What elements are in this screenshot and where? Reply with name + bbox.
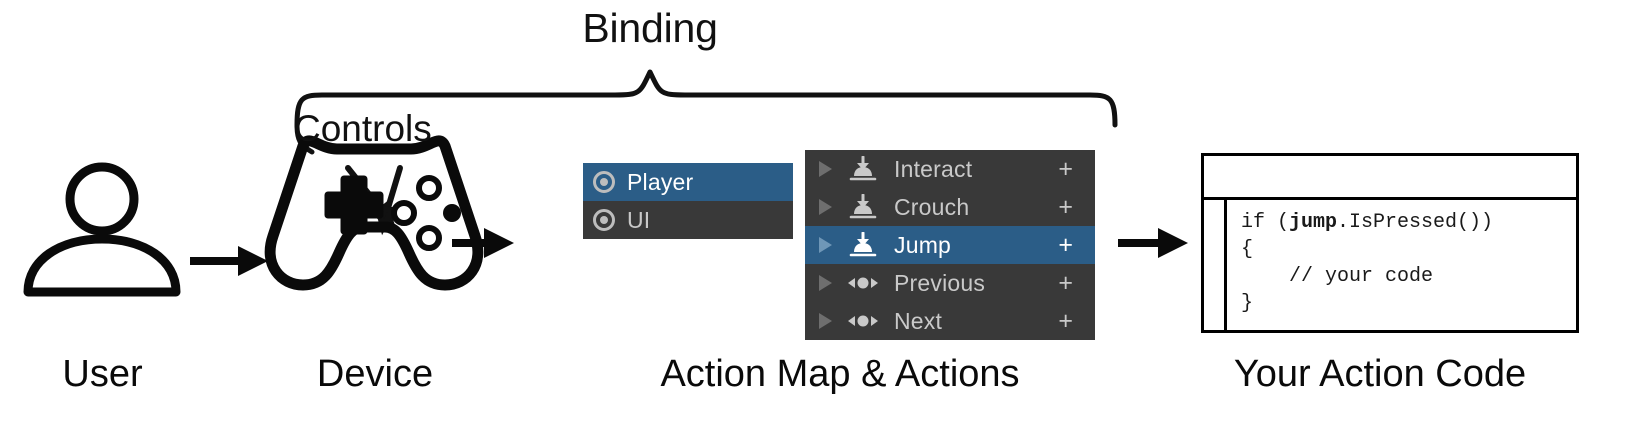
foldout-triangle-icon[interactable] [819,237,832,253]
foldout-triangle-icon[interactable] [819,313,832,329]
code-window-titlebar [1204,156,1576,200]
add-binding-button[interactable]: + [1058,192,1073,221]
actions-panel: Interact + Crouch + Jump + Previous + Next + [805,150,1095,340]
action-label: Jump [894,231,952,258]
radio-button-icon [593,171,615,193]
action-label: Next [894,307,943,334]
user-avatar-icon [23,162,181,297]
gamepad-icon [264,135,484,291]
caption-your-action-code: Your Action Code [1233,353,1527,395]
code-window: if (jump.IsPressed()) { // your code } [1201,153,1579,333]
arrow-map-to-code-icon [1118,228,1188,258]
action-row[interactable]: Next + [805,302,1095,340]
action-map-label: UI [627,206,651,233]
button-press-icon [849,156,877,181]
binding-label: Binding [582,5,718,51]
action-map-row[interactable]: Player [583,163,793,201]
axis-1d-icon [848,277,878,289]
foldout-triangle-icon[interactable] [819,199,832,215]
button-press-icon [849,194,877,219]
arrow-device-to-map-icon [452,228,514,258]
arrow-user-to-device-icon [190,246,268,276]
foldout-triangle-icon[interactable] [819,275,832,291]
add-binding-button[interactable]: + [1058,268,1073,297]
action-row[interactable]: Interact + [805,150,1095,188]
add-binding-button[interactable]: + [1058,306,1073,335]
action-row[interactable]: Previous + [805,264,1095,302]
action-map-row[interactable]: UI [583,201,793,239]
radio-button-icon [593,209,615,231]
action-label: Interact [894,155,973,182]
action-row[interactable]: Crouch + [805,188,1095,226]
foldout-triangle-icon[interactable] [819,161,832,177]
controls-label: Controls [294,108,432,149]
axis-1d-icon [848,315,878,327]
binding-brace-icon [294,69,1118,128]
action-row[interactable]: Jump + [805,226,1095,264]
caption-user: User [62,353,143,395]
caption-action-map: Action Map & Actions [660,353,1020,395]
code-gutter [1204,200,1227,330]
add-binding-button[interactable]: + [1058,154,1073,183]
caption-device: Device [316,353,434,395]
action-map-label: Player [627,168,694,195]
add-binding-button[interactable]: + [1058,230,1073,259]
code-text[interactable]: if (jump.IsPressed()) { // your code } [1241,211,1494,315]
button-press-icon [849,232,877,257]
code-window-body: if (jump.IsPressed()) { // your code } [1204,200,1576,330]
action-label: Crouch [894,193,970,220]
action-label: Previous [894,269,986,296]
